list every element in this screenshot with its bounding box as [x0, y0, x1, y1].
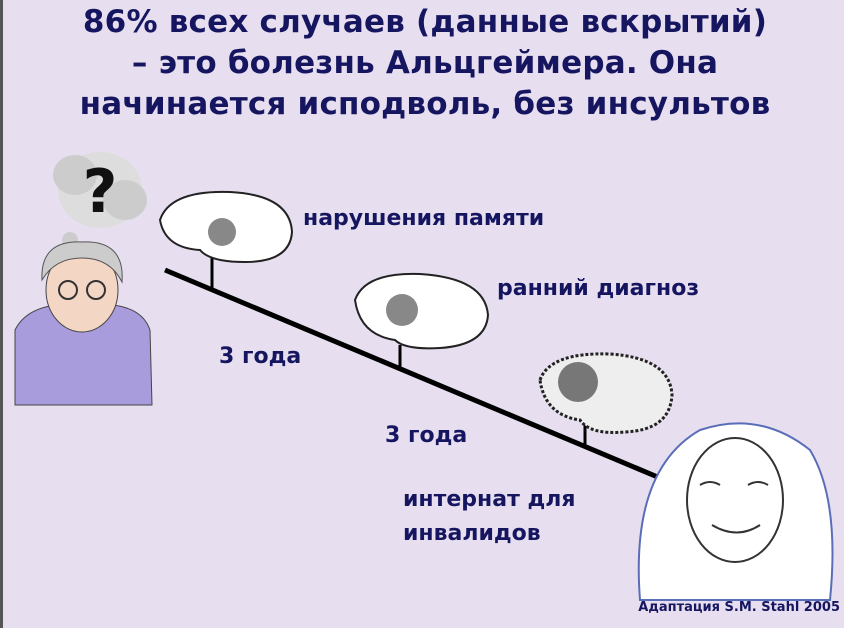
elderly-face-illustration	[637, 422, 834, 601]
question-mark: ?	[83, 157, 118, 227]
brain-early-icon	[353, 272, 490, 350]
brain-late-icon	[538, 352, 674, 434]
brain-healthy-icon	[158, 190, 294, 264]
left-edge	[0, 0, 3, 628]
title-line-1: 86% всех случаев (данные вскрытий)	[82, 4, 768, 40]
stage-label-nursing-home: интернат для инвалидов	[403, 485, 576, 549]
stage-label-diagnosis: ранний диагноз	[497, 276, 700, 301]
thought-cloud-icon: ?	[53, 152, 147, 263]
stage-label-memory: нарушения памяти	[303, 206, 545, 231]
stage-label-line-2: инвалидов	[403, 521, 541, 546]
stage-label-line-1: интернат для	[403, 487, 576, 512]
credit-text: Адаптация S.M. Stahl 2005	[638, 600, 840, 615]
title-line-2: – это болезнь Альцгеймера. Она	[131, 45, 719, 81]
timeline-line	[164, 267, 661, 481]
interval-label-1: 3 года	[219, 344, 302, 369]
interval-label-2: 3 года	[385, 423, 468, 448]
title-line-3: начинается исподволь, без инсультов	[79, 86, 771, 122]
slide-title: 86% всех случаев (данные вскрытий) – это…	[10, 2, 840, 125]
elderly-woman-illustration	[14, 241, 153, 406]
